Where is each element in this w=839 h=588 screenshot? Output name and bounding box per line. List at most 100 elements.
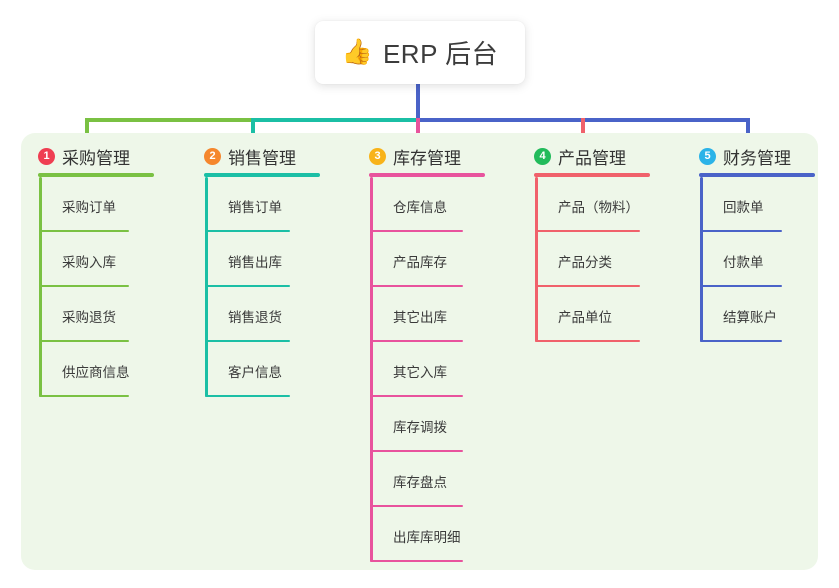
column-4: 4 产品管理产品（物料） 产品分类产品单位 — [526, 144, 676, 342]
list-item[interactable]: 供应商信息 — [30, 342, 180, 397]
column-title-2: 销售管理 — [228, 148, 296, 168]
root-node[interactable]: 👍 ERP 后台 — [315, 21, 525, 84]
list-item-underline — [370, 449, 463, 452]
column-header-4[interactable]: 4 产品管理 — [526, 144, 676, 168]
column-items-4: 产品（物料） 产品分类产品单位 — [526, 177, 676, 342]
list-item-label: 采购入库 — [62, 255, 116, 270]
list-item-underline — [39, 339, 129, 342]
list-item[interactable]: 其它入库 — [361, 342, 511, 397]
thumbs-up-icon: 👍 — [341, 38, 373, 66]
column-header-2[interactable]: 2 销售管理 — [196, 144, 346, 168]
list-item[interactable]: 库存盘点 — [361, 452, 511, 507]
column-title-5: 财务管理 — [723, 148, 791, 168]
list-item[interactable]: 销售订单 — [196, 177, 346, 232]
column-items-3: 仓库信息产品库存其它出库其它入库库存调拨库存盘点出库库明细 — [361, 177, 511, 562]
list-item-underline — [535, 229, 640, 232]
list-item-label: 产品库存 — [393, 255, 447, 270]
list-item-label: 产品分类 — [558, 255, 612, 270]
list-item-underline — [370, 394, 463, 397]
list-item[interactable]: 销售出库 — [196, 232, 346, 287]
list-item[interactable]: 其它出库 — [361, 287, 511, 342]
list-item-label: 销售订单 — [228, 200, 282, 215]
list-item-label: 采购订单 — [62, 200, 116, 215]
column-underline-5 — [699, 173, 815, 177]
list-item[interactable]: 仓库信息 — [361, 177, 511, 232]
connector-root-trunk — [416, 84, 420, 121]
column-header-3[interactable]: 3 库存管理 — [361, 144, 511, 168]
list-item-underline — [39, 284, 129, 287]
list-item-underline — [205, 284, 290, 287]
column-badge-3: 3 — [369, 147, 386, 165]
column-underline-1 — [38, 173, 154, 177]
list-item[interactable]: 产品库存 — [361, 232, 511, 287]
list-item-underline — [700, 339, 782, 342]
column-items-5: 回款单付款单结算账户 — [691, 177, 821, 342]
list-item[interactable]: 出库库明细 — [361, 507, 511, 562]
column-badge-5: 5 — [699, 147, 716, 165]
column-title-1: 采购管理 — [62, 148, 130, 168]
list-item-underline — [205, 339, 290, 342]
list-item-label: 仓库信息 — [393, 200, 447, 215]
list-item-label: 其它出库 — [393, 310, 447, 325]
list-item[interactable]: 结算账户 — [691, 287, 821, 342]
column-spine-1 — [39, 177, 42, 397]
list-item[interactable]: 产品单位 — [526, 287, 676, 342]
list-item-label: 付款单 — [723, 255, 764, 270]
list-item-label: 供应商信息 — [62, 365, 130, 380]
column-5: 5 财务管理回款单付款单结算账户 — [691, 144, 821, 342]
list-item-label: 销售退货 — [228, 310, 282, 325]
connector-bar-teal — [251, 118, 418, 122]
column-badge-4: 4 — [534, 147, 551, 165]
list-item-underline — [700, 229, 782, 232]
column-underline-3 — [369, 173, 485, 177]
connector-bar-green — [85, 118, 253, 122]
column-badge-1: 1 — [38, 147, 55, 165]
column-header-5[interactable]: 5 财务管理 — [691, 144, 821, 168]
list-item-underline — [370, 559, 463, 562]
list-item-underline — [205, 394, 290, 397]
list-item[interactable]: 付款单 — [691, 232, 821, 287]
list-item[interactable]: 产品分类 — [526, 232, 676, 287]
column-header-1[interactable]: 1 采购管理 — [30, 144, 180, 168]
list-item-label: 销售出库 — [228, 255, 282, 270]
list-item-label: 库存调拨 — [393, 420, 447, 435]
list-item[interactable]: 客户信息 — [196, 342, 346, 397]
column-spine-5 — [700, 177, 703, 342]
column-spine-3 — [370, 177, 373, 562]
list-item[interactable]: 回款单 — [691, 177, 821, 232]
column-underline-4 — [534, 173, 650, 177]
column-3: 3 库存管理仓库信息产品库存其它出库其它入库库存调拨库存盘点出库库明细 — [361, 144, 511, 562]
list-item-underline — [205, 229, 290, 232]
list-item-underline — [370, 284, 463, 287]
list-item-label: 出库库明细 — [393, 530, 461, 545]
list-item-label: 产品（物料） — [558, 200, 639, 215]
column-items-2: 销售订单销售出库销售退货客户信息 — [196, 177, 346, 397]
column-spine-4 — [535, 177, 538, 342]
column-underline-2 — [204, 173, 320, 177]
column-badge-2: 2 — [204, 147, 221, 165]
column-items-1: 采购订单采购入库采购退货供应商信息 — [30, 177, 180, 397]
column-title-3: 库存管理 — [393, 148, 461, 168]
column-2: 2 销售管理销售订单销售出库销售退货客户信息 — [196, 144, 346, 397]
list-item[interactable]: 产品（物料） — [526, 177, 676, 232]
list-item-underline — [700, 284, 782, 287]
list-item[interactable]: 库存调拨 — [361, 397, 511, 452]
diagram-panel — [21, 133, 818, 570]
list-item-label: 库存盘点 — [393, 475, 447, 490]
list-item[interactable]: 销售退货 — [196, 287, 346, 342]
list-item-label: 客户信息 — [228, 365, 282, 380]
column-spine-2 — [205, 177, 208, 397]
list-item-label: 其它入库 — [393, 365, 447, 380]
list-item-underline — [370, 504, 463, 507]
list-item-underline — [370, 229, 463, 232]
list-item[interactable]: 采购退货 — [30, 287, 180, 342]
column-1: 1 采购管理采购订单采购入库采购退货供应商信息 — [30, 144, 180, 397]
list-item[interactable]: 采购入库 — [30, 232, 180, 287]
list-item-label: 回款单 — [723, 200, 764, 215]
list-item-underline — [39, 229, 129, 232]
column-title-4: 产品管理 — [558, 148, 626, 168]
list-item[interactable]: 采购订单 — [30, 177, 180, 232]
list-item-underline — [535, 284, 640, 287]
list-item-label: 结算账户 — [723, 310, 777, 325]
list-item-label: 采购退货 — [62, 310, 116, 325]
